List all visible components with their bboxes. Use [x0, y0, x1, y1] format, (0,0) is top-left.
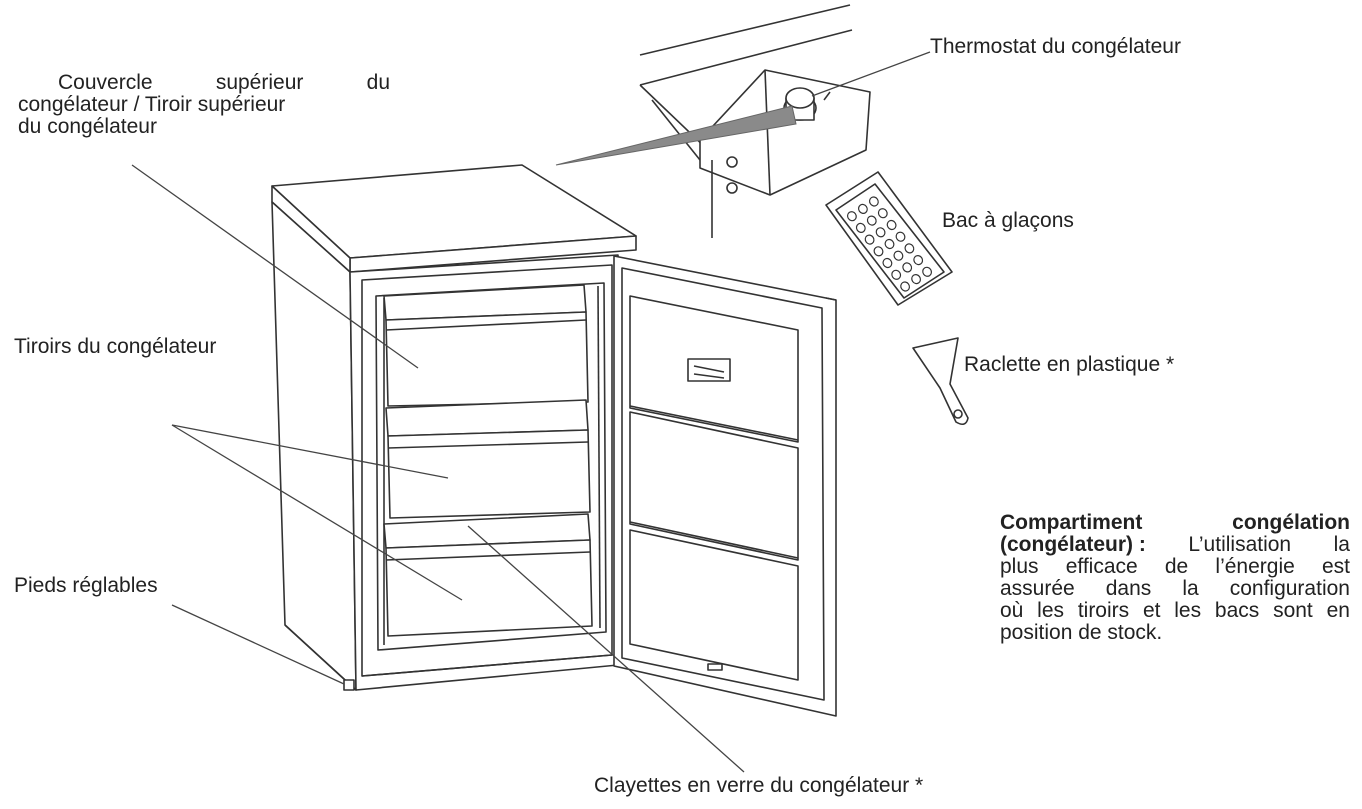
ice-cube-cell	[864, 234, 875, 245]
note-word: est	[1321, 555, 1350, 578]
label-ice-tray: Bac à glaçons	[942, 209, 1074, 232]
leader-thermostat	[811, 51, 931, 97]
ice-cube-cell	[884, 238, 895, 250]
ice-cube-cell	[895, 231, 906, 242]
top-lid-line-2: congélateur / Tiroir supérieur	[18, 93, 286, 116]
freezer-drawer-3	[383, 513, 593, 637]
note-word: la	[1182, 577, 1199, 600]
leader-drawers-lower	[171, 424, 463, 601]
ice-cube-cell	[913, 255, 924, 266]
note-word: dans	[1105, 577, 1152, 600]
note-word: en	[1326, 599, 1350, 622]
ice-cube-cell	[855, 222, 866, 233]
note-word: plus	[1000, 555, 1039, 578]
note-word: les	[1174, 599, 1202, 622]
freezer-drawer-2	[385, 399, 591, 519]
ice-cube-cell	[900, 281, 911, 292]
top-lid-word-2: supérieur	[215, 71, 304, 94]
ice-cube-cell	[904, 243, 915, 254]
note-word: bacs	[1214, 599, 1260, 622]
thermostat-callout-wedge	[555, 105, 797, 166]
label-top-lid: Couvercle supérieur du congélateur / Tir…	[18, 72, 390, 138]
ice-cube-cell	[922, 266, 933, 277]
leader-feet	[171, 604, 345, 685]
ice-cube-cell	[911, 274, 922, 285]
energy-note: Compartiment congélation (congélateur) :…	[1000, 512, 1350, 644]
ice-cube-cell	[891, 269, 902, 280]
note-word: Compartiment	[1000, 511, 1143, 534]
ice-tray	[825, 171, 953, 306]
top-lid-word-3: du	[366, 71, 390, 94]
ice-cube-cell	[846, 211, 857, 222]
label-scraper: Raclette en plastique *	[964, 353, 1175, 376]
note-word: assurée	[1000, 577, 1075, 600]
note-word: configuration	[1229, 577, 1350, 600]
label-glass-shelves: Clayettes en verre du congélateur *	[594, 774, 924, 797]
note-line-6: position de stock.	[1000, 621, 1163, 644]
label-drawers: Tiroirs du congélateur	[14, 335, 217, 358]
ice-cube-cell	[866, 215, 877, 226]
leader-top-lid	[131, 164, 419, 369]
note-word: où	[1000, 599, 1024, 622]
freezer-door	[613, 255, 837, 717]
ice-cube-cell	[873, 246, 884, 257]
note-word: l’énergie	[1215, 555, 1295, 578]
ice-cube-cell	[877, 208, 888, 219]
label-thermostat: Thermostat du congélateur	[930, 35, 1181, 58]
note-word: tiroirs	[1077, 599, 1130, 622]
ice-cube-cell	[857, 203, 868, 214]
ice-tray-cells	[846, 196, 933, 292]
thermostat-detail	[639, 4, 871, 238]
note-word: de	[1164, 555, 1189, 578]
label-feet: Pieds réglables	[14, 574, 158, 597]
ice-cube-cell	[875, 227, 886, 238]
note-word: efficace	[1065, 555, 1138, 578]
note-word: sont	[1273, 599, 1313, 622]
ice-cube-cell	[893, 250, 904, 261]
freezer-top-lid	[271, 164, 637, 273]
note-word: et	[1142, 599, 1161, 622]
note-word: la	[1333, 533, 1350, 556]
ice-cube-cell	[902, 262, 913, 273]
ice-cube-cell	[882, 257, 893, 269]
top-lid-line-3: du congélateur	[18, 115, 157, 138]
freezer-drawer-1	[383, 284, 589, 407]
leader-glass-shelves	[467, 525, 745, 773]
ice-cube-cell	[868, 196, 879, 207]
note-word: congélation	[1232, 511, 1350, 534]
leader-drawers-upper	[171, 424, 449, 479]
note-word: les	[1037, 599, 1065, 622]
plastic-scraper	[912, 337, 969, 426]
top-lid-word-1: Couvercle	[58, 71, 153, 94]
note-word: L’utilisation	[1188, 533, 1292, 556]
ice-cube-cell	[886, 219, 897, 231]
note-bold-prefix: (congélateur) :	[1000, 533, 1146, 556]
